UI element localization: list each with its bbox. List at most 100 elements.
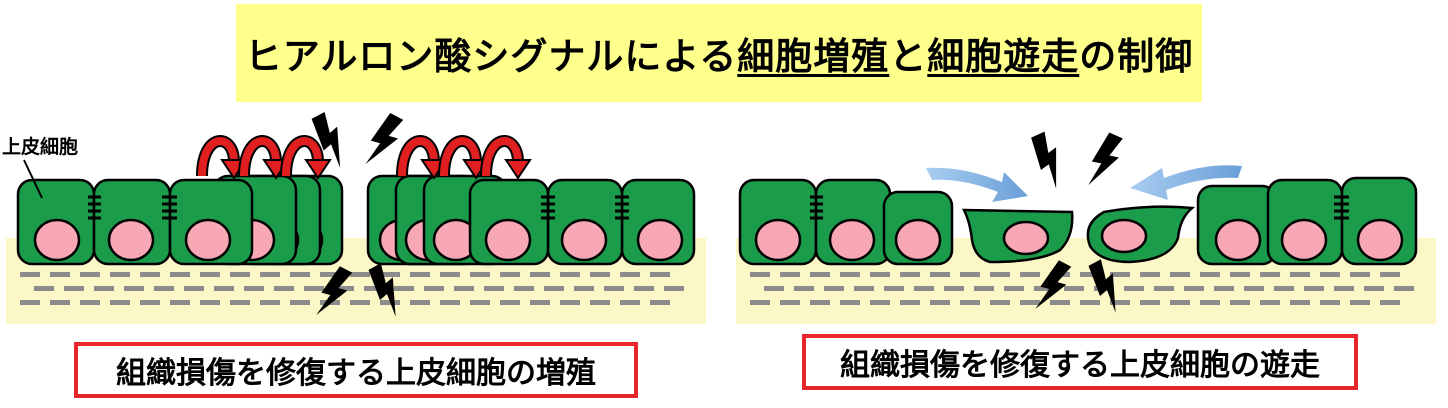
fiber-dash: [1350, 272, 1370, 277]
fiber-dash: [590, 300, 610, 305]
fiber-dash: [350, 300, 370, 305]
cell: [738, 178, 818, 266]
fiber-dash: [350, 272, 370, 277]
fiber-dash: [854, 286, 874, 291]
migrating-cell: [961, 208, 1074, 264]
fiber-dash: [840, 300, 860, 305]
fiber-dash: [884, 286, 904, 291]
fiber-dash: [824, 286, 844, 291]
damage-bolts: [311, 111, 1123, 317]
cell: [1196, 184, 1278, 266]
fiber-dash: [260, 300, 280, 305]
caption-proliferation: 組織損傷を修復する上皮細胞の増殖: [74, 342, 638, 398]
fiber-dash: [914, 286, 934, 291]
fiber-dash: [424, 286, 444, 291]
fiber-dash: [170, 300, 190, 305]
lightning-bolt-icon: [1035, 260, 1072, 309]
cells-right: [738, 176, 1418, 266]
fiber-dash: [560, 300, 580, 305]
fiber-dash: [290, 300, 310, 305]
fiber-dash: [500, 300, 520, 305]
fiber-dash: [200, 272, 220, 277]
fiber-dash: [20, 300, 40, 305]
title-proliferation: 細胞増殖: [737, 35, 890, 78]
fiber-dash: [334, 286, 354, 291]
curved-arrow-icon: [480, 135, 532, 180]
cell: [1266, 178, 1344, 266]
fiber-dash: [1140, 272, 1160, 277]
fiber-dash: [80, 272, 100, 277]
fiber-dash: [94, 286, 114, 291]
fiber-dash: [560, 272, 580, 277]
fiber-dash: [794, 286, 814, 291]
fibers-left: [20, 272, 684, 305]
curved-arrow-icon: [280, 135, 332, 180]
fiber-dash: [1200, 300, 1220, 305]
fiber-dash: [780, 300, 800, 305]
fiber-dash: [470, 272, 490, 277]
lightning-bolt-icon: [1088, 132, 1123, 186]
fiber-dash: [64, 286, 84, 291]
lightning-bolt-icon: [368, 263, 396, 317]
title-box: ヒアルロン酸シグナルによる細胞増殖と細胞遊走の制御: [236, 4, 1202, 102]
curved-arrow-icon: [396, 135, 448, 180]
fiber-dash: [214, 286, 234, 291]
fiber-dash: [514, 286, 534, 291]
fiber-dash: [140, 300, 160, 305]
junctions-left: [88, 195, 629, 220]
fiber-dash: [244, 286, 264, 291]
fiber-dash: [110, 300, 130, 305]
fiber-dash: [484, 286, 504, 291]
fiber-dash: [1080, 272, 1100, 277]
fiber-dash: [274, 286, 294, 291]
fiber-dash: [574, 286, 594, 291]
lightning-bolt-icon: [311, 111, 341, 168]
fiber-dash: [500, 272, 520, 277]
fiber-dash: [260, 272, 280, 277]
fiber-dash: [1380, 300, 1400, 305]
fiber-dash: [780, 272, 800, 277]
fiber-dash: [604, 286, 624, 291]
fiber-dash: [50, 300, 70, 305]
caption-migration: 組織損傷を修復する上皮細胞の遊走: [802, 334, 1358, 390]
fiber-dash: [304, 286, 324, 291]
fiber-dash: [930, 272, 950, 277]
fiber-dash: [960, 272, 980, 277]
cells-left: [16, 174, 696, 266]
fiber-dash: [50, 272, 70, 277]
fiber-dash: [664, 286, 684, 291]
fiber-dash: [944, 286, 964, 291]
fiber-dash: [1350, 300, 1370, 305]
fiber-dash: [1364, 286, 1384, 291]
fiber-dash: [990, 300, 1010, 305]
cell: [92, 178, 172, 266]
fiber-dash: [1290, 272, 1310, 277]
fiber-dash: [930, 300, 950, 305]
fiber-dash: [650, 300, 670, 305]
junctions-right: [810, 195, 1349, 220]
fiber-dash: [634, 286, 654, 291]
fiber-dash: [650, 272, 670, 277]
fiber-dash: [1184, 286, 1204, 291]
fiber-dash: [1230, 272, 1250, 277]
fiber-dash: [750, 272, 770, 277]
fiber-dash: [170, 272, 190, 277]
fiber-dash: [230, 300, 250, 305]
fiber-dash: [1244, 286, 1264, 291]
title-part3: と: [889, 35, 928, 78]
fiber-dash: [1020, 272, 1040, 277]
fiber-dash: [1170, 272, 1190, 277]
fiber-dash: [1004, 286, 1024, 291]
fiber-dash: [394, 286, 414, 291]
fiber-dash: [530, 300, 550, 305]
fiber-dash: [380, 272, 400, 277]
fiber-dash: [1214, 286, 1234, 291]
fiber-dash: [200, 300, 220, 305]
fiber-dash: [974, 286, 994, 291]
fiber-dash: [1050, 300, 1070, 305]
fiber-dash: [530, 272, 550, 277]
cell: [620, 178, 696, 266]
fiber-dash: [900, 272, 920, 277]
cell: [882, 190, 954, 266]
